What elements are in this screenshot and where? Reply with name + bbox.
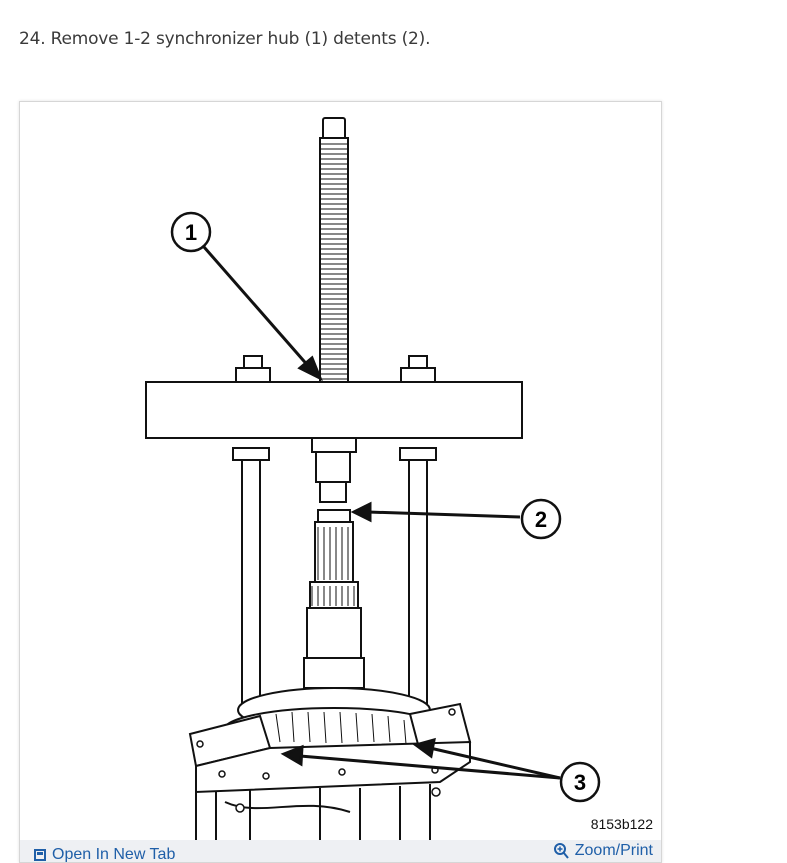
open-new-tab-icon: [34, 849, 46, 861]
zoom-print-link[interactable]: Zoom/Print: [553, 842, 653, 860]
figure-toolbar: Open In New Tab Zoom/Print: [20, 840, 661, 862]
zoom-print-label: Zoom/Print: [574, 842, 653, 859]
figure-id: 8153b122: [590, 816, 653, 832]
callout-3: 3: [559, 761, 601, 803]
svg-text:1: 1: [185, 220, 197, 245]
puller-illustration: [145, 117, 561, 840]
step-instruction: 24. Remove 1-2 synchronizer hub (1) dete…: [19, 29, 431, 49]
figure-frame: 1 2 3 8153b122 Open In New Tab Zoom/Prin…: [19, 101, 662, 863]
zoom-icon: [553, 843, 569, 859]
callout-1: 1: [170, 211, 212, 253]
svg-text:3: 3: [574, 770, 586, 795]
callout-2: 2: [520, 498, 562, 540]
svg-text:2: 2: [535, 507, 547, 532]
